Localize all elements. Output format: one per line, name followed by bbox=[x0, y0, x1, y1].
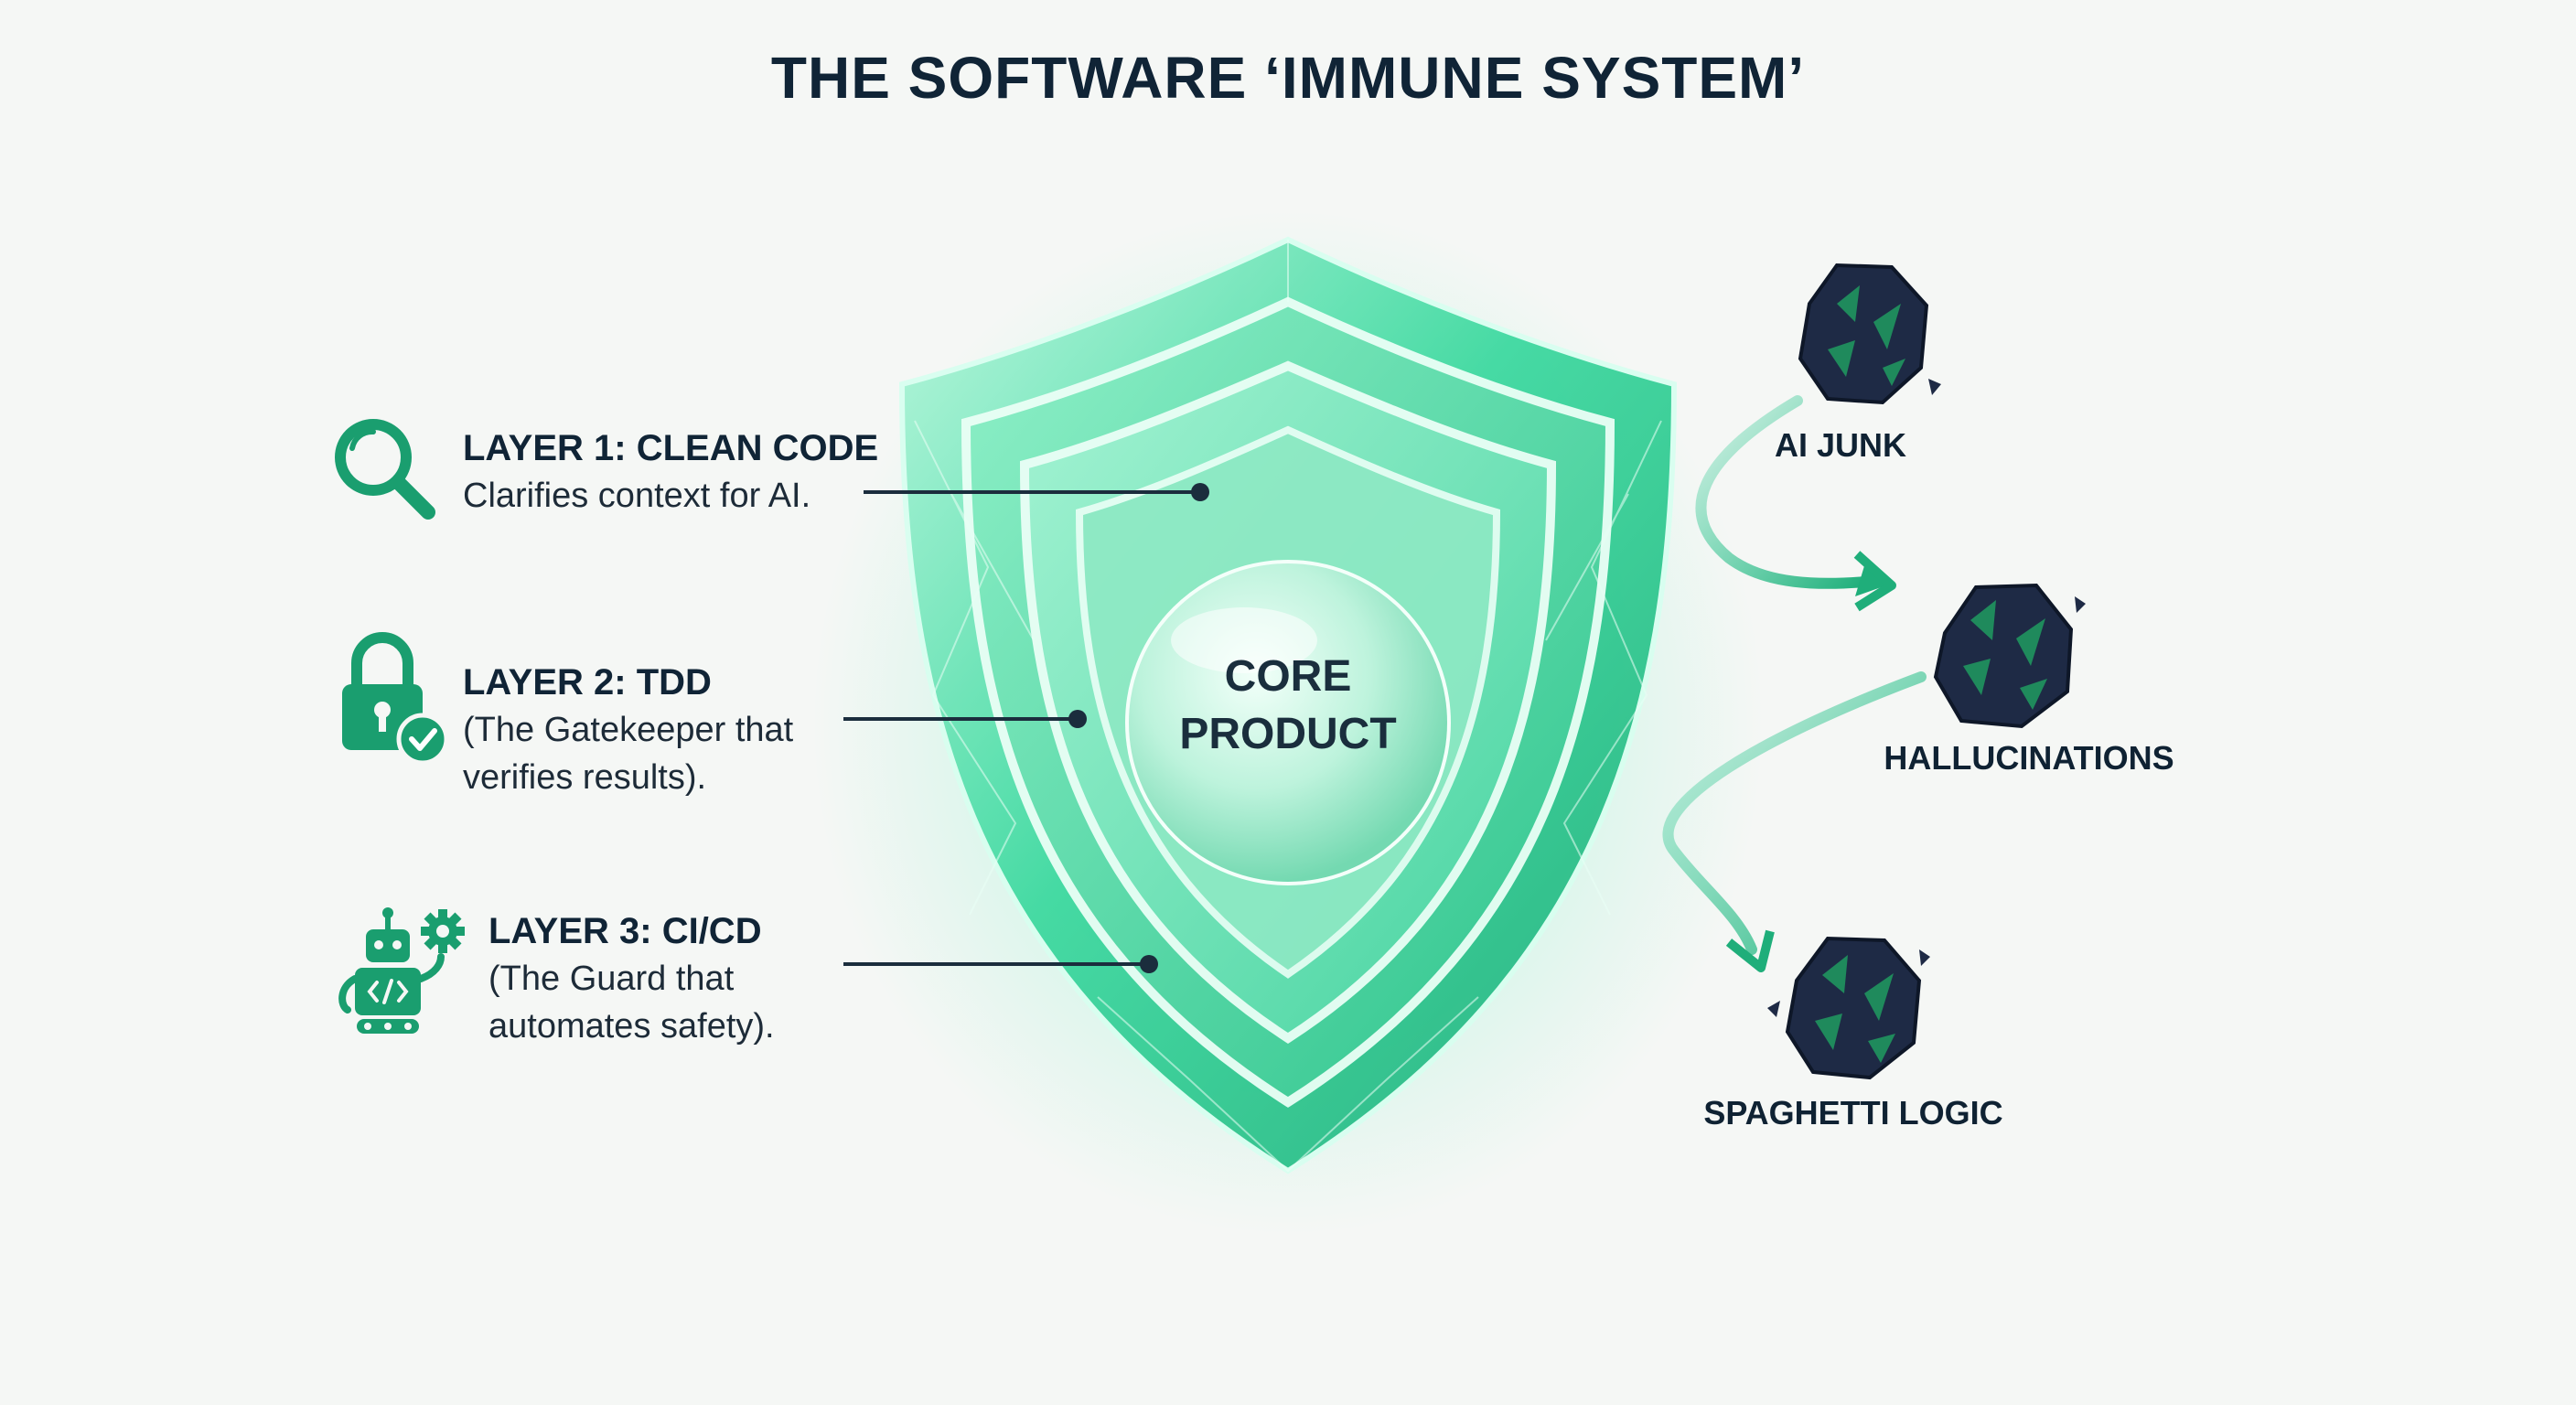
core-label-line2: PRODUCT bbox=[1179, 710, 1396, 758]
layer3-connector-dot bbox=[1140, 955, 1158, 973]
threat-label-ai-junk: AI JUNK bbox=[1774, 426, 1907, 464]
robot-gear-icon bbox=[338, 907, 465, 1034]
rock-icon bbox=[1933, 583, 2086, 729]
layer-3-label: LAYER 3: CI/CD (The Guard that automates… bbox=[488, 907, 775, 1050]
threat-label-hallucinations: HALLUCINATIONS bbox=[1884, 739, 2174, 777]
shield-facet-lines bbox=[914, 240, 1662, 1173]
rock-icon bbox=[1798, 263, 1941, 405]
core-orb-highlight bbox=[1171, 607, 1317, 673]
rock-icon bbox=[1767, 936, 1930, 1080]
core-label-line1: CORE bbox=[1225, 652, 1352, 701]
layer-2-desc-line2: verifies results). bbox=[463, 758, 707, 797]
layer-2-title: LAYER 2: TDD bbox=[463, 662, 712, 702]
deflection-arrow-1 bbox=[1695, 395, 1896, 612]
layer-2-desc-line1: (The Gatekeeper that bbox=[463, 711, 794, 749]
threat-label-spaghetti-logic: SPAGHETTI LOGIC bbox=[1703, 1094, 2003, 1132]
layer-3-desc-line1: (The Guard that bbox=[488, 960, 735, 998]
lock-check-icon bbox=[342, 632, 449, 766]
layer-3-desc-line2: automates safety). bbox=[488, 1007, 775, 1046]
layer-2-label: LAYER 2: TDD (The Gatekeeper that verifi… bbox=[463, 659, 793, 801]
layer-3-title: LAYER 3: CI/CD bbox=[488, 911, 762, 951]
deflection-arrow-2 bbox=[1662, 671, 1927, 972]
magnifier-icon bbox=[335, 419, 435, 520]
layer2-connector-dot bbox=[1068, 710, 1087, 728]
layer1-connector-dot bbox=[1191, 483, 1209, 501]
page-title: THE SOFTWARE ‘IMMUNE SYSTEM’ bbox=[770, 45, 1806, 111]
layer-1-title: LAYER 1: CLEAN CODE bbox=[463, 428, 879, 468]
layer-1-label: LAYER 1: CLEAN CODE Clarifies context fo… bbox=[463, 424, 878, 520]
layer-1-desc-line1: Clarifies context for AI. bbox=[463, 477, 811, 515]
